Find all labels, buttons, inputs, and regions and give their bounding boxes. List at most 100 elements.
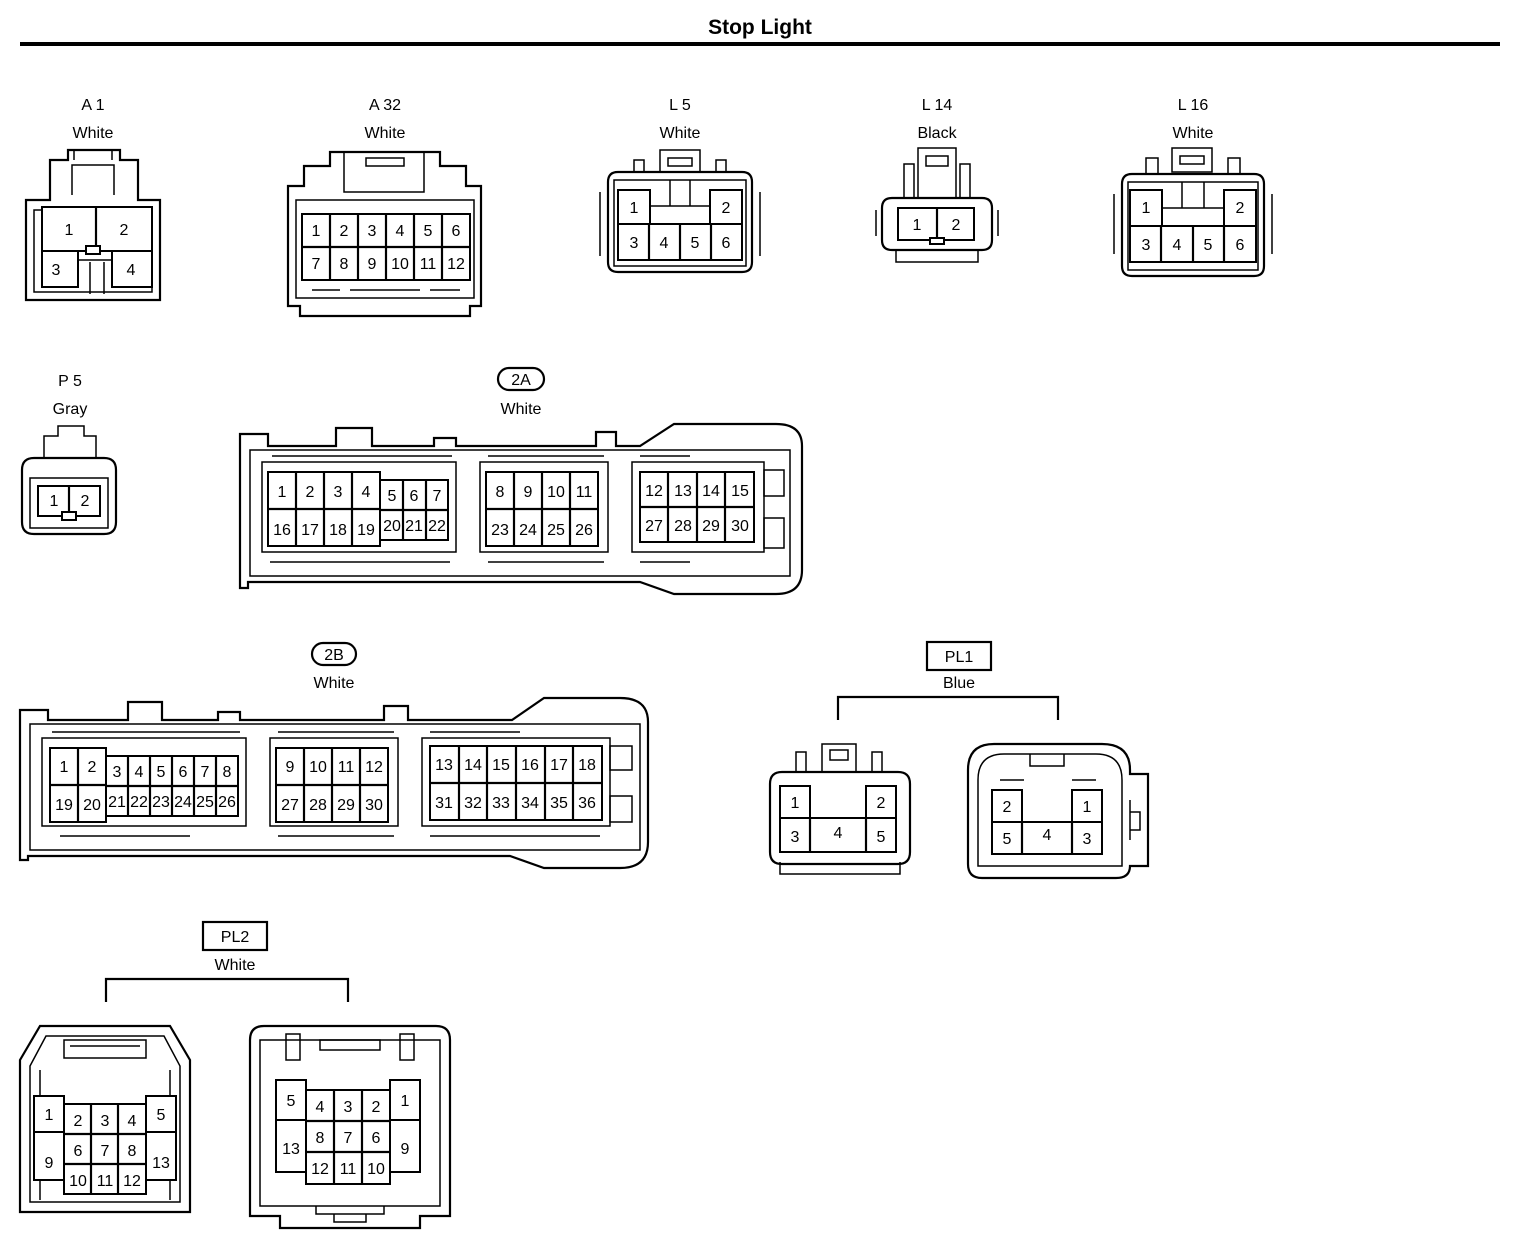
- pin-label: 4: [660, 235, 669, 252]
- pin-label: 28: [309, 797, 327, 814]
- connector-id: L 5: [669, 97, 691, 114]
- connector-color: Black: [917, 125, 957, 142]
- connector-p5: P 5 Gray 1 2: [20, 373, 118, 536]
- connector-a32: A 32 White 1 2 3 4 5 6 7 8 9 10 11 12: [286, 97, 483, 318]
- connector-color: Gray: [53, 401, 88, 418]
- pin-label: 1: [1083, 799, 1092, 816]
- connector-color: White: [501, 401, 542, 418]
- pin-label: 8: [316, 1130, 325, 1147]
- pin-label: 5: [287, 1093, 296, 1110]
- pin-label: 5: [157, 1107, 166, 1124]
- pin-label: 18: [329, 522, 347, 539]
- connector-id: L 14: [922, 97, 953, 114]
- pin-label: 30: [365, 797, 383, 814]
- pin-label: 4: [1043, 827, 1052, 844]
- connector-id: 2B: [324, 647, 344, 664]
- pin-label: 14: [464, 757, 482, 774]
- pin-label: 14: [702, 483, 720, 500]
- pin-label: 3: [1083, 831, 1092, 848]
- pin-label: 12: [645, 483, 663, 500]
- pin-label: 17: [301, 522, 319, 539]
- pin-label: 6: [179, 764, 188, 781]
- pin-label: 18: [578, 757, 596, 774]
- pin-label: 8: [223, 764, 232, 781]
- pin-label: 11: [420, 256, 437, 273]
- pin-label: 26: [218, 794, 236, 811]
- pin-label: 13: [435, 757, 453, 774]
- connector-l14: L 14 Black 1 2: [875, 97, 999, 263]
- pin-label: 3: [334, 484, 343, 501]
- pin-label: 1: [65, 222, 74, 239]
- pin-label: 6: [372, 1130, 381, 1147]
- pin-label: 27: [645, 518, 663, 535]
- pin-label: 8: [340, 256, 349, 273]
- pin-label: 24: [174, 794, 192, 811]
- pin-label: 5: [388, 488, 397, 505]
- pin-label: 25: [196, 794, 214, 811]
- pin-label: 6: [452, 223, 461, 240]
- pin-label: 4: [1173, 237, 1182, 254]
- pin-label: 35: [550, 795, 568, 812]
- pin-label: 1: [312, 223, 321, 240]
- pin-label: 7: [201, 764, 210, 781]
- pin-label: 3: [52, 262, 61, 279]
- pin-label: 1: [630, 200, 639, 217]
- pin-label: 4: [834, 825, 843, 842]
- pin-label: 2: [722, 200, 731, 217]
- pin-label: 5: [691, 235, 700, 252]
- pin-label: 1: [791, 795, 800, 812]
- pin-label: 12: [123, 1173, 141, 1190]
- pin-label: 7: [101, 1143, 110, 1160]
- pin-label: 17: [550, 757, 568, 774]
- pin-label: 3: [101, 1113, 110, 1130]
- pin-label: 27: [281, 797, 299, 814]
- connector-id: P 5: [58, 373, 82, 390]
- pin-label: 16: [273, 522, 291, 539]
- pin-label: 15: [492, 757, 510, 774]
- connector-color: White: [73, 125, 114, 142]
- connector-id: A 1: [81, 97, 104, 114]
- connector-color: White: [365, 125, 406, 142]
- pin-label: 31: [435, 795, 453, 812]
- pin-label: 2: [81, 493, 90, 510]
- pin-label: 4: [396, 223, 405, 240]
- connector-id: PL2: [221, 929, 250, 946]
- pin-label: 29: [337, 797, 355, 814]
- pin-label: 4: [135, 764, 144, 781]
- pin-label: 21: [108, 794, 126, 811]
- connector-2a: 2A White 1 2 3 4 5 6 7: [238, 366, 804, 596]
- pin-label: 5: [1204, 237, 1213, 254]
- pin-label: 8: [496, 484, 505, 501]
- pin-label: 22: [130, 794, 148, 811]
- connector-id: L 16: [1178, 97, 1209, 114]
- pin-label: 32: [464, 795, 482, 812]
- pin-label: 10: [69, 1173, 87, 1190]
- pin-label: 1: [1142, 200, 1151, 217]
- connector-id: 2A: [511, 372, 531, 389]
- pin-label: 5: [424, 223, 433, 240]
- pin-label: 24: [519, 522, 537, 539]
- pin-label: 5: [877, 829, 886, 846]
- pin-label: 1: [913, 217, 922, 234]
- page-title: Stop Light: [708, 16, 812, 39]
- pin-label: 26: [575, 522, 593, 539]
- connector-id: PL1: [945, 649, 974, 666]
- pin-label: 16: [521, 757, 539, 774]
- pin-label: 9: [524, 484, 533, 501]
- pin-label: 29: [702, 518, 720, 535]
- pin-label: 13: [152, 1155, 170, 1172]
- pin-label: 9: [286, 759, 295, 776]
- title-divider: [20, 42, 1500, 46]
- pin-label: 2: [372, 1099, 381, 1116]
- connector-l16: L 16 White 1 2 3 4 5 6: [1113, 97, 1273, 278]
- pin-label: 6: [74, 1143, 83, 1160]
- pin-label: 22: [428, 518, 446, 535]
- pin-label: 11: [576, 484, 593, 501]
- connector-color: White: [660, 125, 701, 142]
- pin-label: 30: [731, 518, 749, 535]
- pin-label: 11: [338, 759, 355, 776]
- connector-color: Blue: [943, 675, 975, 692]
- pin-label: 2: [306, 484, 315, 501]
- pin-label: 2: [1236, 200, 1245, 217]
- pin-label: 3: [113, 764, 122, 781]
